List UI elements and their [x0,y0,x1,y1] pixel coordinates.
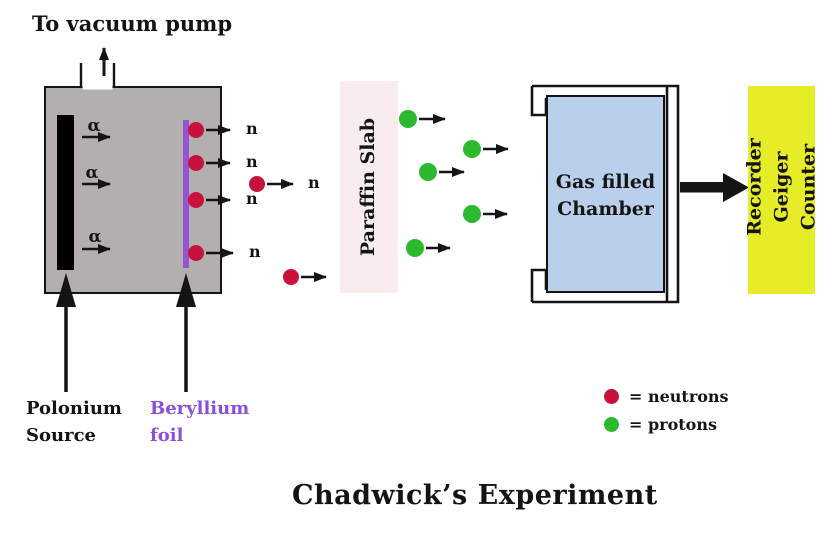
beryllium-foil-bar [183,120,189,268]
polonium-source-bar [57,115,74,270]
geiger-counter-box [748,86,815,294]
proton-dot [419,163,437,181]
legend-row-protons: = protons [604,414,729,434]
polonium-pointer-arrowhead [56,273,76,307]
neutron-dot [188,192,204,208]
gas-chamber-label-line1: Gas filled [555,171,656,193]
polonium-label-line1: Polonium [26,398,122,419]
proton-dot [406,239,424,257]
neutron-symbol: n [308,173,320,192]
alpha-symbol: α [87,116,101,136]
geiger-label-line2: Geiger Counter [770,143,820,231]
paraffin-slab [340,81,398,293]
beryllium-label-line1: Beryllium [150,398,250,419]
proton-dot [463,140,481,158]
alpha-symbol: α [88,227,102,247]
diagram-title: Chadwick’s Experiment [292,480,658,511]
proton-legend-text: = protons [629,414,717,434]
proton-legend-dot [604,416,619,432]
neutron-symbol: n [246,152,258,171]
gas-chamber-fill [546,95,665,293]
paraffin-slab-label: Paraffin Slab [357,117,380,257]
alpha-arrows [82,132,111,254]
beryllium-pointer-arrowhead [176,273,196,307]
alpha-symbol: α [85,163,99,183]
chimney-gap [82,84,113,90]
vacuum-pump-label: To vacuum pump [32,11,233,36]
neutron-symbol: n [249,242,261,261]
neutron-symbol: n [246,119,258,138]
proton-particles [399,110,509,257]
legend-row-neutrons: = neutrons [604,386,729,406]
proton-dot [463,205,481,223]
neutron-dot [188,122,204,138]
neutron-dot [188,245,204,261]
chamber-to-geiger-arrow [680,173,749,202]
neutron-dot [249,176,265,192]
beryllium-foil-label: Beryllium foil [150,395,249,449]
label-pointer-arrows [56,273,196,392]
neutron-dot [283,269,299,285]
proton-dot [399,110,417,128]
gas-chamber-label: Gas filled Chamber [547,169,664,223]
geiger-label-line1: Recorder [743,138,766,236]
polonium-source-label: Polonium Source [26,395,122,449]
neutron-particles [188,122,327,285]
neutron-legend-dot [604,388,619,404]
geiger-counter-label: Recorder Geiger Counter [742,138,823,236]
beryllium-label-line2: foil [150,425,184,446]
neutron-symbol: n [246,189,258,208]
neutron-dot [188,155,204,171]
gas-chamber-label-line2: Chamber [557,198,654,220]
polonium-label-line2: Source [26,425,96,446]
legend: = neutrons = protons [604,386,729,442]
neutron-legend-text: = neutrons [629,386,729,406]
